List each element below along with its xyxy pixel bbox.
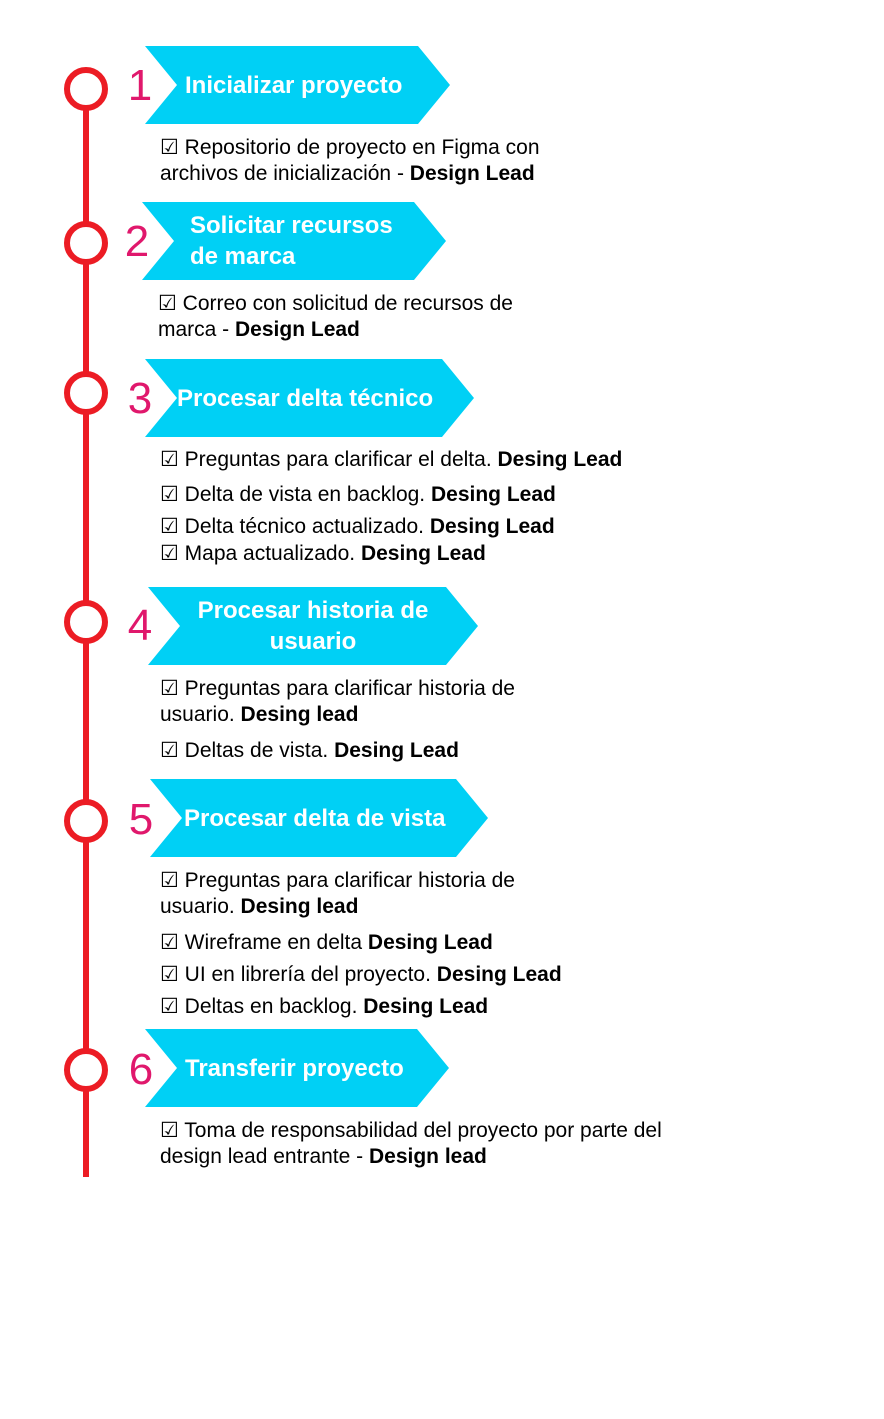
step-6-node xyxy=(64,1048,108,1092)
step-4-title: Procesar historia de usuario xyxy=(197,597,429,655)
step-5-item-2: ☑ Wireframe en delta Desing Lead xyxy=(160,931,493,954)
step-6-item-1: ☑ Toma de responsabilidad del proyecto p… xyxy=(160,1119,662,1168)
step-5-item-1: ☑ Preguntas para clarificar historia de … xyxy=(160,869,515,918)
step-4-item-2: ☑ Deltas de vista. Desing Lead xyxy=(160,739,459,762)
step-1-title: Inicializar proyecto xyxy=(185,71,403,99)
step-4-item-1: ☑ Preguntas para clarificar historia de … xyxy=(160,677,515,726)
step-4-node xyxy=(64,600,108,644)
step-5-item-4: ☑ Deltas en backlog. Desing Lead xyxy=(160,995,489,1018)
step-2-banner: Solicitar recursos de marca xyxy=(142,202,446,280)
step-5-banner: Procesar delta de vista xyxy=(150,779,488,857)
step-4-number: 4 xyxy=(127,601,153,650)
step-6-banner: Transferir proyecto xyxy=(145,1029,449,1107)
step-3-number: 3 xyxy=(127,374,153,423)
step-3-item-3: ☑ Delta técnico actualizado. Desing Lead xyxy=(160,515,555,538)
step-3-items: ☑ Preguntas para clarificar el delta. De… xyxy=(160,447,680,567)
step-2-title: Solicitar recursos de marca xyxy=(190,212,393,270)
step-1-number: 1 xyxy=(127,61,153,110)
step-3-title: Procesar delta técnico xyxy=(177,384,434,412)
step-2-number: 2 xyxy=(124,217,150,266)
step-2-items: ☑ Correo con solicitud de recursos de ma… xyxy=(158,291,518,343)
step-1-item-1: ☑ Repositorio de proyecto en Figma con a… xyxy=(160,136,540,185)
step-1-banner: Inicializar proyecto xyxy=(145,46,450,124)
step-3-node xyxy=(64,371,108,415)
step-1-node xyxy=(64,67,108,111)
step-2-item-1: ☑ Correo con solicitud de recursos de ma… xyxy=(158,292,513,341)
step-3-banner: Procesar delta técnico xyxy=(145,359,474,437)
step-5-title: Procesar delta de vista xyxy=(184,804,446,832)
step-6-number: 6 xyxy=(128,1045,154,1094)
step-4-banner: Procesar historia de usuario xyxy=(148,587,478,665)
step-5-number: 5 xyxy=(128,795,154,844)
step-6-items: ☑ Toma de responsabilidad del proyecto p… xyxy=(160,1118,700,1170)
step-6-title: Transferir proyecto xyxy=(185,1054,404,1082)
step-5-item-3: ☑ UI en librería del proyecto. Desing Le… xyxy=(160,963,562,986)
step-2-node xyxy=(64,221,108,265)
step-3-item-4: ☑ Mapa actualizado. Desing Lead xyxy=(160,542,486,565)
step-5-node xyxy=(64,799,108,843)
step-4-items: ☑ Preguntas para clarificar historia de … xyxy=(160,676,560,764)
step-3-item-1: ☑ Preguntas para clarificar el delta. De… xyxy=(160,448,623,471)
step-5-items: ☑ Preguntas para clarificar historia de … xyxy=(160,868,600,1020)
step-1-items: ☑ Repositorio de proyecto en Figma con a… xyxy=(160,135,580,187)
step-3-item-2: ☑ Delta de vista en backlog. Desing Lead xyxy=(160,483,556,506)
